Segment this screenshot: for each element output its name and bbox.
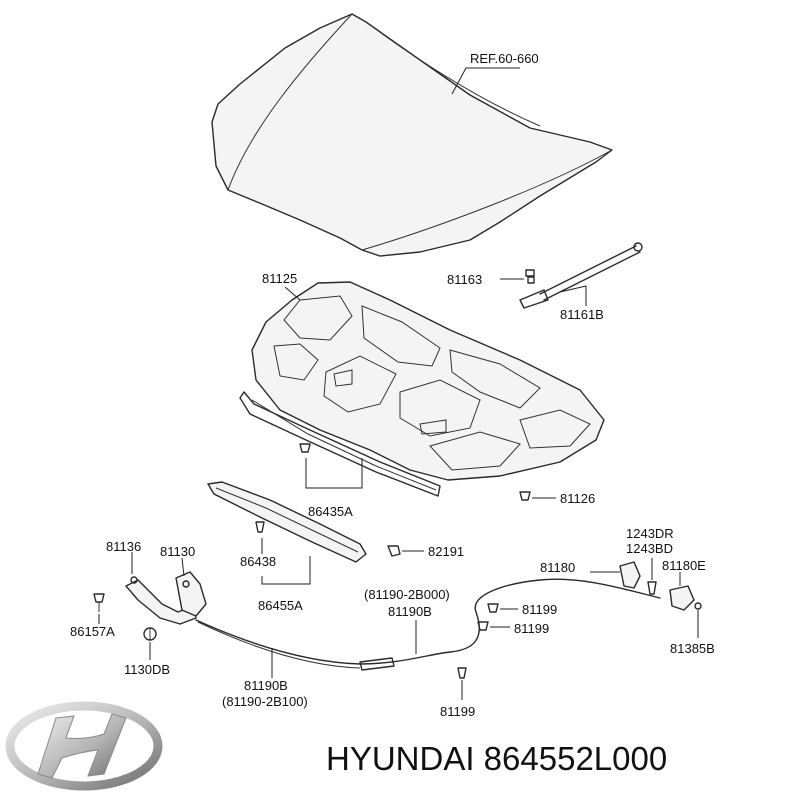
label-86455A: 86455A <box>258 598 303 613</box>
label-ref: REF.60-660 <box>470 51 539 66</box>
ref-leader <box>451 67 520 95</box>
label-81163: 81163 <box>447 272 482 287</box>
label-81199-c: 81199 <box>440 704 475 719</box>
clip-81163 <box>525 269 535 284</box>
hood-lift-strut <box>519 242 643 309</box>
brand-part-title: HYUNDAI 864552L000 <box>326 740 668 777</box>
leader-81125 <box>284 286 301 301</box>
label-81199-b: 81199 <box>514 621 549 636</box>
label-1130DB: 1130DB <box>124 662 170 677</box>
release-handle-81180 <box>619 561 641 589</box>
label-81180: 81180 <box>540 560 575 575</box>
clip-82191 <box>387 545 401 557</box>
label-86435A: 86435A <box>308 504 353 519</box>
clip-81199-a <box>487 603 499 613</box>
label-81385B: 81385B <box>670 641 715 656</box>
bolt-86157A <box>93 593 105 612</box>
label-81180E: 81180E <box>662 558 706 573</box>
hood-latch-81130 <box>125 571 207 625</box>
seal-86455A <box>207 481 367 563</box>
label-1243BD: 1243BD <box>626 541 673 556</box>
label-86438: 86438 <box>240 554 276 569</box>
clip-86435A <box>299 443 311 453</box>
label-1243DR: 1243DR <box>626 526 674 541</box>
label-81199-a: 81199 <box>522 602 557 617</box>
clip-81126 <box>519 491 531 501</box>
label-81130: 81130 <box>160 544 195 559</box>
label-81190B-a: 81190B <box>244 678 288 693</box>
leader-86455A <box>261 556 311 585</box>
label-82191: 82191 <box>428 544 464 559</box>
label-81190-2B000: (81190-2B000) <box>364 587 450 602</box>
label-81136: 81136 <box>106 539 141 554</box>
clip-81199-c <box>457 667 467 679</box>
clip-86438 <box>255 521 265 533</box>
hood-panel <box>211 13 613 257</box>
leader-81130 <box>181 557 185 577</box>
clip-81199-b <box>477 621 489 631</box>
label-81125: 81125 <box>262 271 297 286</box>
label-86157A: 86157A <box>70 624 115 639</box>
bolt-1130DB <box>143 627 157 641</box>
label-81190-2B100: (81190-2B100) <box>222 694 308 709</box>
hood-insulator-81125 <box>251 281 605 481</box>
hyundai-logo-icon <box>5 701 163 791</box>
hood-weatherstrip-86435A <box>239 391 441 497</box>
label-81126: 81126 <box>560 491 595 506</box>
leader-86435A <box>305 458 363 489</box>
leader-81161B <box>559 285 587 306</box>
handle-bracket-81180E <box>669 585 702 611</box>
bolt-1243 <box>647 581 657 595</box>
release-cable-81190B <box>195 578 661 671</box>
label-81161B: 81161B <box>560 307 604 322</box>
label-81190B-b: 81190B <box>388 604 432 619</box>
